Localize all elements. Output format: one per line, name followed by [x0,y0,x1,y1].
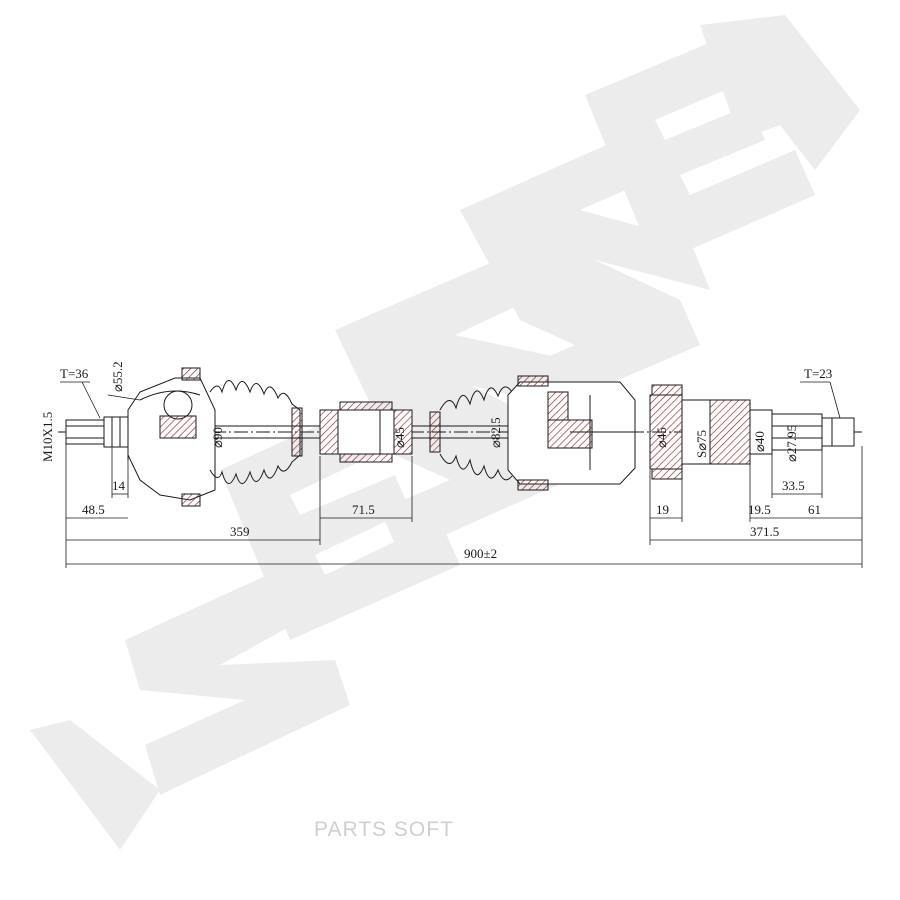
dim-359: 359 [230,524,250,539]
dim-371: 371.5 [750,524,779,539]
label-s75: S⌀75 [694,430,709,458]
dim-33-5: 33.5 [782,478,805,493]
inner-tripod-housing [507,375,636,491]
outer-cv-joint [127,367,216,507]
dim-total: 900±2 [464,546,497,561]
left-stub [65,416,129,448]
dim-19-5: 19.5 [748,502,771,517]
label-t-left: T=36 [60,366,89,381]
labels: T=36 ⌀55.2 M10X1.5 ⌀90 ⌀45 ⌀82.5 ⌀45 S⌀7… [40,361,832,561]
dim-71: 71.5 [352,502,375,517]
dimension-lines [60,381,863,568]
dim-61: 61 [808,502,821,517]
label-d82: ⌀82.5 [488,417,503,448]
dim-19: 19 [656,502,669,517]
label-d45-mid: ⌀45 [392,427,407,448]
inner-boot [439,386,513,481]
dim-48: 48.5 [82,502,105,517]
label-d55: ⌀55.2 [110,361,125,392]
inner-spigot [649,384,855,480]
label-d90: ⌀90 [210,427,225,448]
parts-soft-credit: PARTS SOFT [314,818,454,841]
label-d45-right: ⌀45 [654,427,669,448]
dim-14: 14 [112,478,126,493]
label-d40: ⌀40 [752,431,767,452]
outer-boot [209,380,303,484]
label-thread: M10X1.5 [40,412,55,462]
shaft-damper [319,401,413,463]
shaft-assembly [58,367,863,568]
label-t-right: T=23 [804,366,832,381]
label-d27: ⌀27.95 [784,425,799,462]
